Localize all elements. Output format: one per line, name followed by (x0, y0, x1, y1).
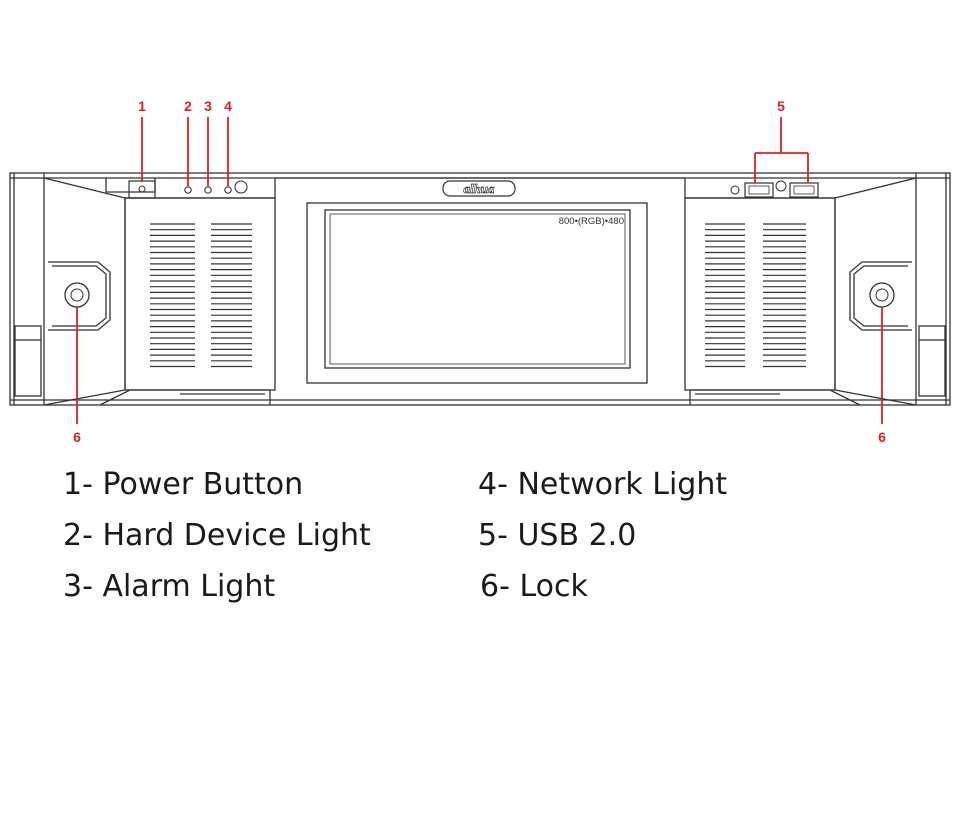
legend-hard-device-light: 2- Hard Device Light (63, 518, 371, 553)
right-bezel (834, 177, 917, 406)
legend-power-button: 1- Power Button (63, 467, 304, 502)
brand-logo-text: alhua (463, 181, 495, 196)
nvr-front-panel-diagram: alhua 800•(RGB)•480 1 2 3 4 5 6 6 (9, 98, 951, 445)
vent-grilles (150, 223, 806, 368)
right-small-circle (730, 185, 740, 195)
right-bottom-trim (689, 389, 861, 406)
chassis (9, 172, 951, 406)
legend-alarm-light: 3- Alarm Light (63, 569, 276, 604)
brand-logo: alhua (442, 180, 516, 197)
usb-port-1-graphic (744, 182, 774, 198)
legend-network-light: 4- Network Light (478, 467, 728, 502)
legend-usb: 5- USB 2.0 (478, 518, 637, 553)
callout-line-5 (754, 117, 809, 183)
right-ear-handle (918, 325, 946, 397)
right-knob (775, 180, 787, 192)
callout-number-6-right: 6 (878, 429, 886, 445)
callout-number-3: 3 (204, 98, 212, 114)
lcd-screen (324, 209, 631, 369)
callout-numbers: 1 2 3 4 5 6 6 (73, 98, 886, 445)
screen-resolution-label: 800•(RGB)•480 (559, 216, 624, 227)
network-light-graphic (224, 186, 232, 194)
left-ear-handle (14, 325, 42, 397)
callout-number-2: 2 (184, 98, 192, 114)
usb-port-2-graphic (789, 182, 819, 198)
left-top-strip (105, 178, 156, 193)
ir-receiver-graphic (234, 180, 248, 194)
right-lock-graphic (869, 282, 895, 308)
right-rack-ear (915, 173, 947, 405)
screen-bezel (306, 202, 648, 384)
power-button-graphic (128, 180, 156, 199)
callout-number-6-left: 6 (73, 429, 81, 445)
callout-lines (76, 117, 883, 424)
left-rack-ear (13, 173, 45, 405)
chassis-outline (9, 172, 951, 406)
callout-number-4: 4 (224, 98, 232, 114)
callout-number-5: 5 (777, 98, 785, 114)
left-lock-graphic (64, 282, 90, 308)
alarm-light-graphic (204, 186, 212, 194)
left-door-panel (124, 197, 276, 391)
hdd-light-graphic (184, 186, 192, 194)
right-handle-recess (849, 261, 912, 331)
legend-lock: 6- Lock (480, 569, 588, 604)
callout-number-1: 1 (138, 98, 146, 114)
left-bezel (43, 177, 126, 406)
left-handle-recess (48, 261, 111, 331)
left-bottom-trim (99, 389, 271, 406)
